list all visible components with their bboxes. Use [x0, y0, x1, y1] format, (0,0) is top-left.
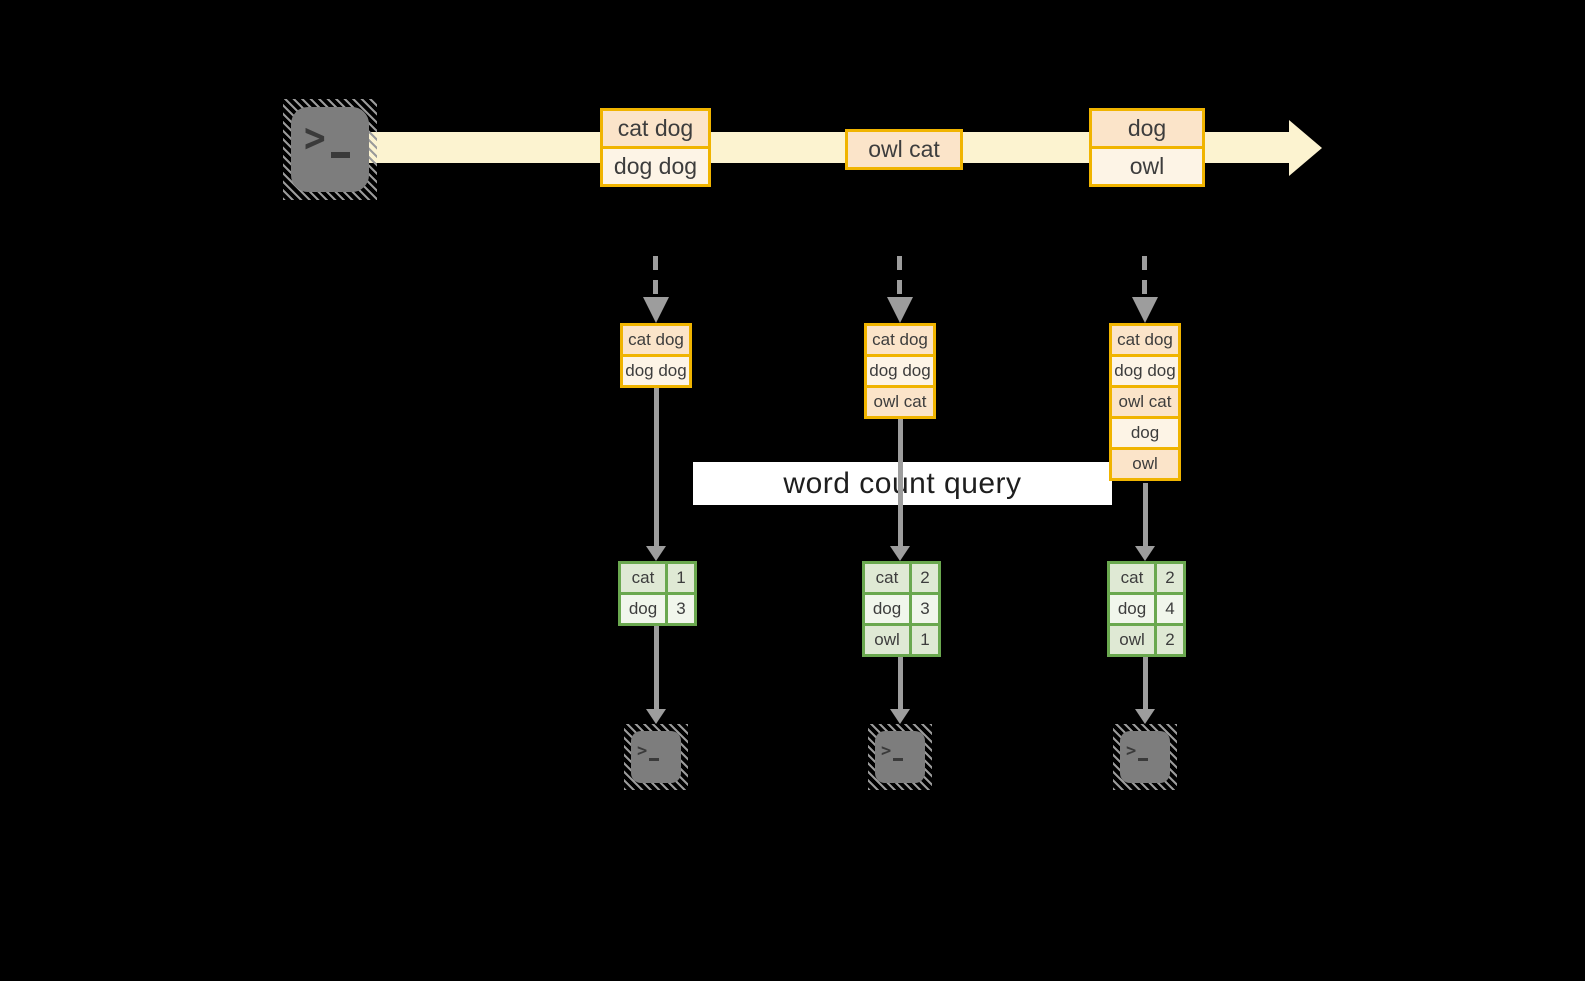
stream-batch-3: dog owl	[1089, 108, 1205, 187]
connector-line	[1143, 483, 1148, 547]
prompt-chevron-icon: >	[637, 741, 648, 761]
count-word: owl	[865, 626, 909, 654]
terminal-screen: >	[1120, 731, 1170, 783]
buffer-stack-2: cat dog dog dog owl cat	[864, 323, 936, 419]
buffered-record: owl cat	[1112, 385, 1178, 416]
prompt-cursor-icon	[649, 757, 660, 761]
buffered-record: cat dog	[1112, 326, 1178, 354]
count-table-2: cat 2 dog 3 owl 1	[862, 561, 941, 657]
ingest-dashed-arrow	[653, 256, 658, 298]
stream-record: owl	[1092, 146, 1202, 184]
terminal-screen: >	[291, 107, 369, 192]
buffered-record: dog dog	[1112, 354, 1178, 385]
arrow-head-icon	[643, 297, 669, 323]
arrow-head-icon	[1135, 709, 1155, 724]
ingest-dashed-arrow	[1142, 256, 1147, 298]
arrow-head-icon	[646, 709, 666, 724]
buffered-record: owl cat	[867, 385, 933, 416]
buffered-record: dog	[1112, 416, 1178, 447]
connector-line	[654, 626, 659, 710]
arrow-head-icon	[887, 297, 913, 323]
buffer-stack-3: cat dog dog dog owl cat dog owl	[1109, 323, 1181, 481]
count-value: 2	[1157, 564, 1183, 592]
buffered-record: dog dog	[623, 354, 689, 385]
count-value: 4	[1157, 595, 1183, 623]
prompt-chevron-icon: >	[304, 114, 326, 163]
arrow-head-icon	[646, 546, 666, 561]
count-word: owl	[1110, 626, 1154, 654]
arrow-head-icon	[1132, 297, 1158, 323]
stream-arrow-head-icon	[1289, 120, 1322, 176]
count-word: cat	[1110, 564, 1154, 592]
count-word: cat	[865, 564, 909, 592]
prompt-chevron-icon: >	[1126, 741, 1137, 761]
connector-line	[898, 657, 903, 710]
connector-line	[654, 387, 659, 547]
stream-record: dog dog	[603, 146, 708, 184]
connector-line	[898, 419, 903, 547]
terminal-sink-icon: >	[868, 724, 932, 790]
stream-record: owl cat	[848, 132, 960, 167]
terminal-screen: >	[875, 731, 925, 783]
count-word: dog	[1110, 595, 1154, 623]
buffered-record: owl	[1112, 447, 1178, 478]
arrow-head-icon	[1135, 546, 1155, 561]
count-value: 3	[912, 595, 938, 623]
count-value: 1	[912, 626, 938, 654]
stream-batch-2: owl cat	[845, 129, 963, 170]
buffered-record: cat dog	[867, 326, 933, 354]
terminal-sink-icon: >	[624, 724, 688, 790]
count-value: 2	[1157, 626, 1183, 654]
count-table-1: cat 1 dog 3	[618, 561, 697, 626]
prompt-cursor-icon	[893, 757, 904, 761]
count-word: dog	[621, 595, 665, 623]
count-word: cat	[621, 564, 665, 592]
buffered-record: dog dog	[867, 354, 933, 385]
terminal-source-icon: >	[283, 99, 377, 200]
count-word: dog	[865, 595, 909, 623]
prompt-cursor-icon	[1138, 757, 1149, 761]
count-value: 1	[668, 564, 694, 592]
arrow-head-icon	[890, 546, 910, 561]
ingest-dashed-arrow	[897, 256, 902, 298]
terminal-screen: >	[631, 731, 681, 783]
stream-record: dog	[1092, 111, 1202, 146]
prompt-chevron-icon: >	[881, 741, 892, 761]
connector-line	[1143, 657, 1148, 710]
stream-record: cat dog	[603, 111, 708, 146]
arrow-head-icon	[890, 709, 910, 724]
count-value: 3	[668, 595, 694, 623]
buffer-stack-1: cat dog dog dog	[620, 323, 692, 388]
terminal-sink-icon: >	[1113, 724, 1177, 790]
buffered-record: cat dog	[623, 326, 689, 354]
count-value: 2	[912, 564, 938, 592]
stream-batch-1: cat dog dog dog	[600, 108, 711, 187]
count-table-3: cat 2 dog 4 owl 2	[1107, 561, 1186, 657]
prompt-cursor-icon	[330, 151, 350, 158]
